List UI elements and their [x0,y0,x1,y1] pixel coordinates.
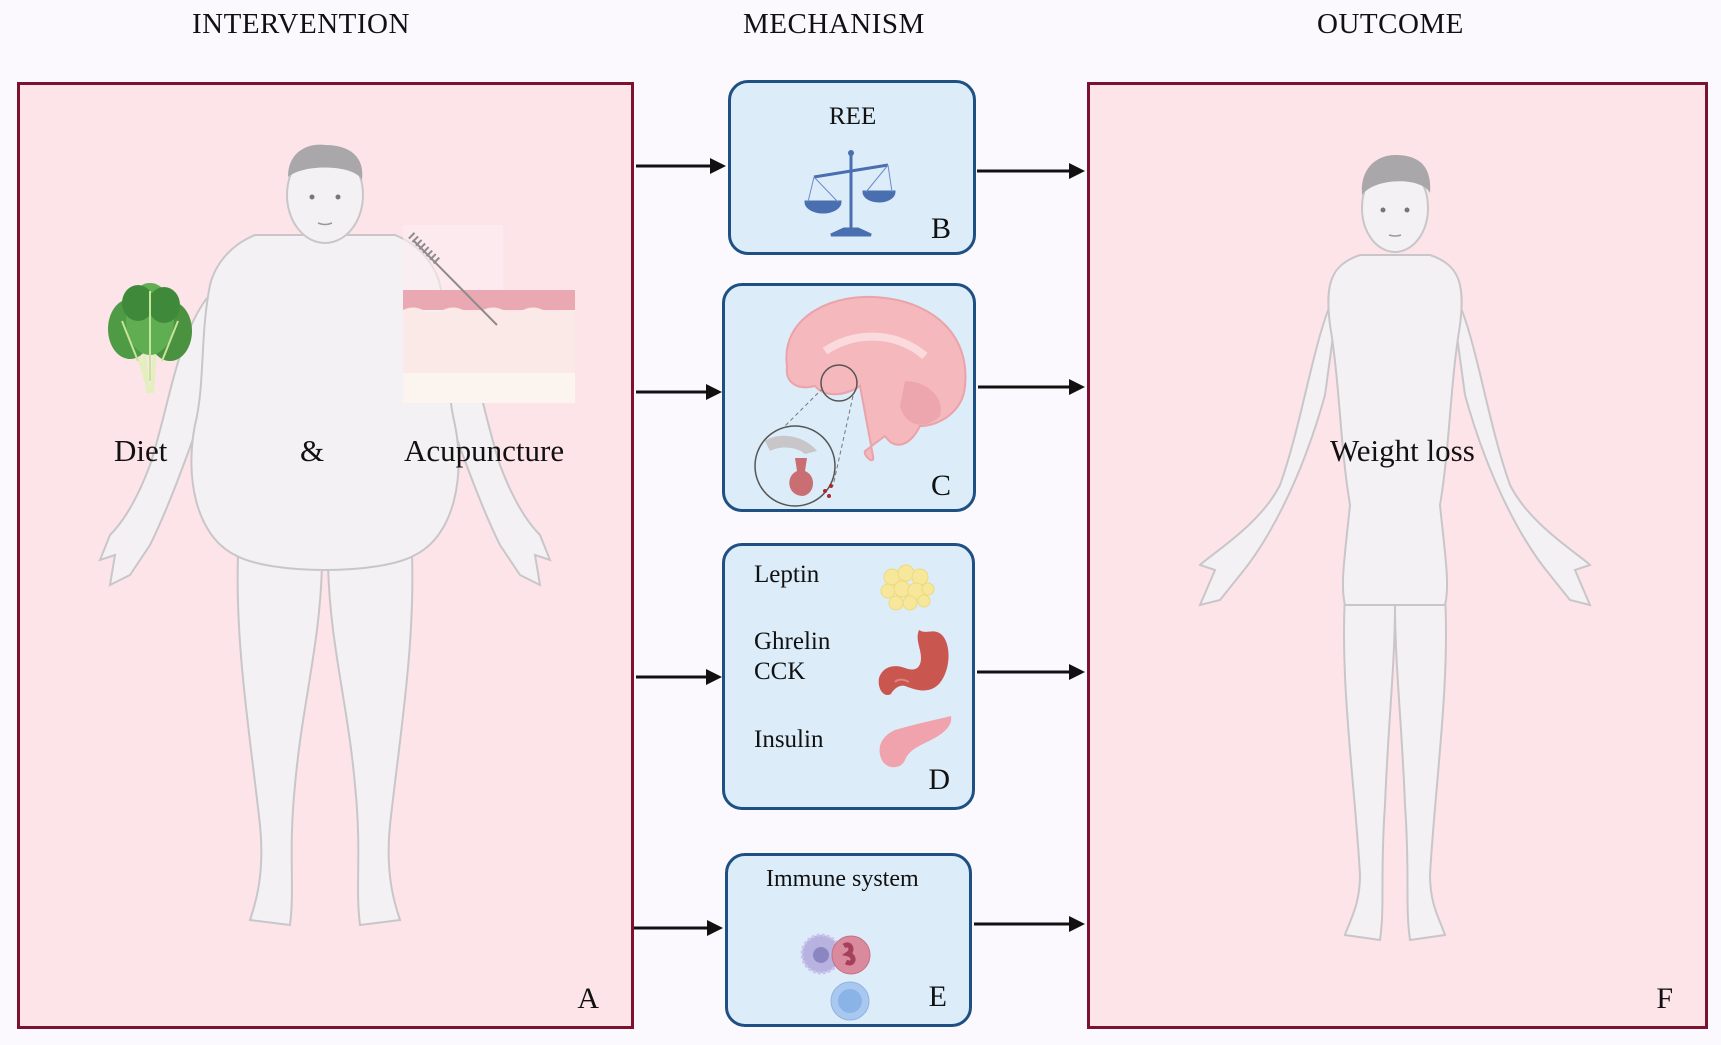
mechanism-immune-box: Immune system E [725,853,972,1027]
weight-loss-label: Weight loss [1330,433,1475,468]
diet-label: Diet [114,433,168,468]
intervention-panel: Diet & Acupuncture A [17,82,634,1029]
panel-letter-b: B [930,212,951,245]
outcome-panel: Weight loss F [1087,82,1708,1029]
leptin-label: Leptin [754,561,820,588]
mechanism-brain-box: C [722,283,976,512]
leafy-greens-icon [108,283,192,394]
immune-system-label: Immune system [766,866,919,892]
cck-label: CCK [754,658,806,685]
panel-letter-c: C [930,469,951,502]
arrow-d-to-f [977,664,1085,680]
obese-person-icon [98,144,552,927]
ree-label: REE [829,103,877,130]
panel-letter-f: F [1656,982,1673,1015]
acupuncture-needle-skin-icon [403,225,575,403]
panel-letter-e: E [928,980,947,1013]
arrow-a-to-b [636,158,726,174]
arrow-a-to-e [634,920,723,936]
arrow-a-to-c [636,384,722,400]
and-label: & [300,433,325,468]
mechanism-hormones-box: Leptin Ghrelin CCK Insulin D [722,543,975,810]
mechanism-heading: MECHANISM [743,8,925,40]
slim-person-icon [1198,155,1592,942]
panel-letter-a: A [577,982,599,1015]
panel-letter-d: D [928,763,950,796]
mechanism-ree-box: REE B [728,80,976,255]
outcome-heading: OUTCOME [1317,8,1464,40]
intervention-heading: INTERVENTION [192,8,410,40]
insulin-label: Insulin [754,726,824,753]
ghrelin-label: Ghrelin [754,628,831,655]
stomach-icon [878,630,949,696]
brain-hypothalamus-icon [754,295,967,507]
pancreas-icon [879,716,952,768]
acupuncture-label: Acupuncture [404,433,565,468]
arrow-b-to-f [977,163,1085,179]
balance-scale-icon [804,150,896,237]
arrow-e-to-f [974,916,1085,932]
arrow-c-to-f [978,379,1085,395]
immune-cells-icon [800,933,871,1021]
arrow-a-to-d [636,669,722,685]
adipose-tissue-icon [880,564,935,611]
